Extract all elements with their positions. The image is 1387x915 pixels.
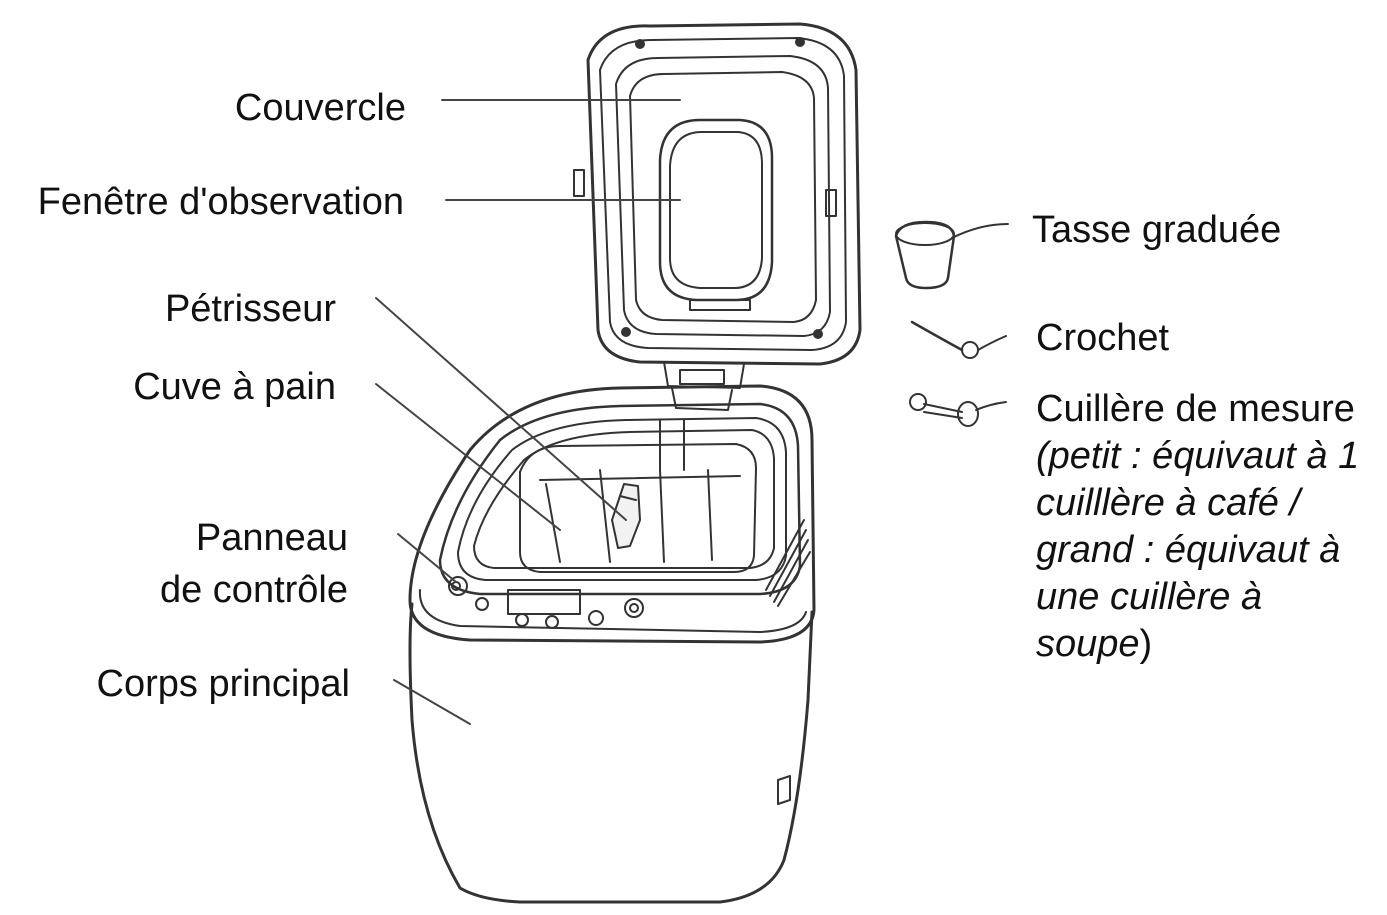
label-panneau-line2: de contrôle [159,569,348,611]
label-fenetre: Fenêtre d'observation [37,181,404,223]
measuring-spoon [909,393,1007,427]
label-cuillere: Cuillère de mesure [1036,388,1355,430]
cuillere-note-line1: (petit : équivaut à 1 [1036,435,1360,477]
kneader [611,483,641,549]
label-corps: Corps principal [96,663,350,705]
lid [573,22,862,366]
label-cuillere-block: Cuillère de mesure (petit : équivaut à 1… [1036,386,1359,668]
label-panneau-line1: Panneau [195,517,348,559]
label-petrisseur: Pétrisseur [164,288,336,330]
measuring-cup [894,220,1009,290]
hook [910,320,1007,359]
body-top [408,384,816,644]
label-couvercle: Couvercle [234,87,406,129]
cuillere-note-line5-close: ) [1139,623,1153,665]
label-tasse: Tasse graduée [1032,209,1282,251]
observation-window [658,118,774,302]
cuillere-note-line4: une cuillère à [1036,576,1263,618]
cuillere-note-line3: grand : équivaut à [1036,529,1341,571]
control-panel [418,576,807,633]
leader-lines [375,99,681,725]
main-body [408,602,814,904]
cuillere-note-line2: cuilllère à café / [1036,482,1301,524]
label-cuve: Cuve à pain [133,366,336,408]
cuillere-note-line5: soupe) [1036,621,1359,668]
cuillere-note-line5-italic: soupe [1036,623,1140,665]
bread-pan [519,419,757,573]
label-crochet: Crochet [1036,317,1170,359]
